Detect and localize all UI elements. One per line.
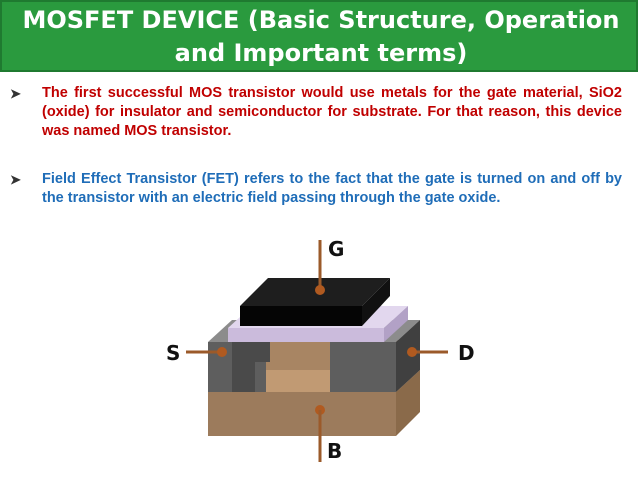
gate-terminal bbox=[315, 240, 325, 295]
title-line-1: MOSFET DEVICE (Basic Structure, Operatio… bbox=[22, 6, 620, 34]
drain-label: D bbox=[458, 341, 475, 365]
bullet-item-mos-origin: ➤ The first successful MOS transistor wo… bbox=[10, 84, 622, 141]
page-title: MOSFET DEVICE (Basic Structure, Operatio… bbox=[2, 4, 638, 70]
title-line-2: and Important terms) bbox=[174, 39, 468, 67]
arrow-bullet-icon: ➤ bbox=[10, 172, 21, 187]
body-terminal bbox=[315, 405, 325, 462]
bullet-item-fet-definition: ➤ Field Effect Transistor (FET) refers t… bbox=[10, 170, 622, 208]
bullet-text: Field Effect Transistor (FET) refers to … bbox=[42, 171, 622, 206]
source-label: S bbox=[166, 341, 180, 365]
bullet-text: The first successful MOS transistor woul… bbox=[42, 85, 622, 139]
title-bar: MOSFET DEVICE (Basic Structure, Operatio… bbox=[0, 0, 638, 72]
arrow-bullet-icon: ➤ bbox=[10, 86, 21, 101]
gate-metal bbox=[240, 278, 390, 326]
drain-terminal bbox=[407, 347, 448, 357]
source-terminal bbox=[186, 347, 227, 357]
gate-label: G bbox=[328, 237, 344, 261]
body-label: B bbox=[327, 439, 342, 463]
